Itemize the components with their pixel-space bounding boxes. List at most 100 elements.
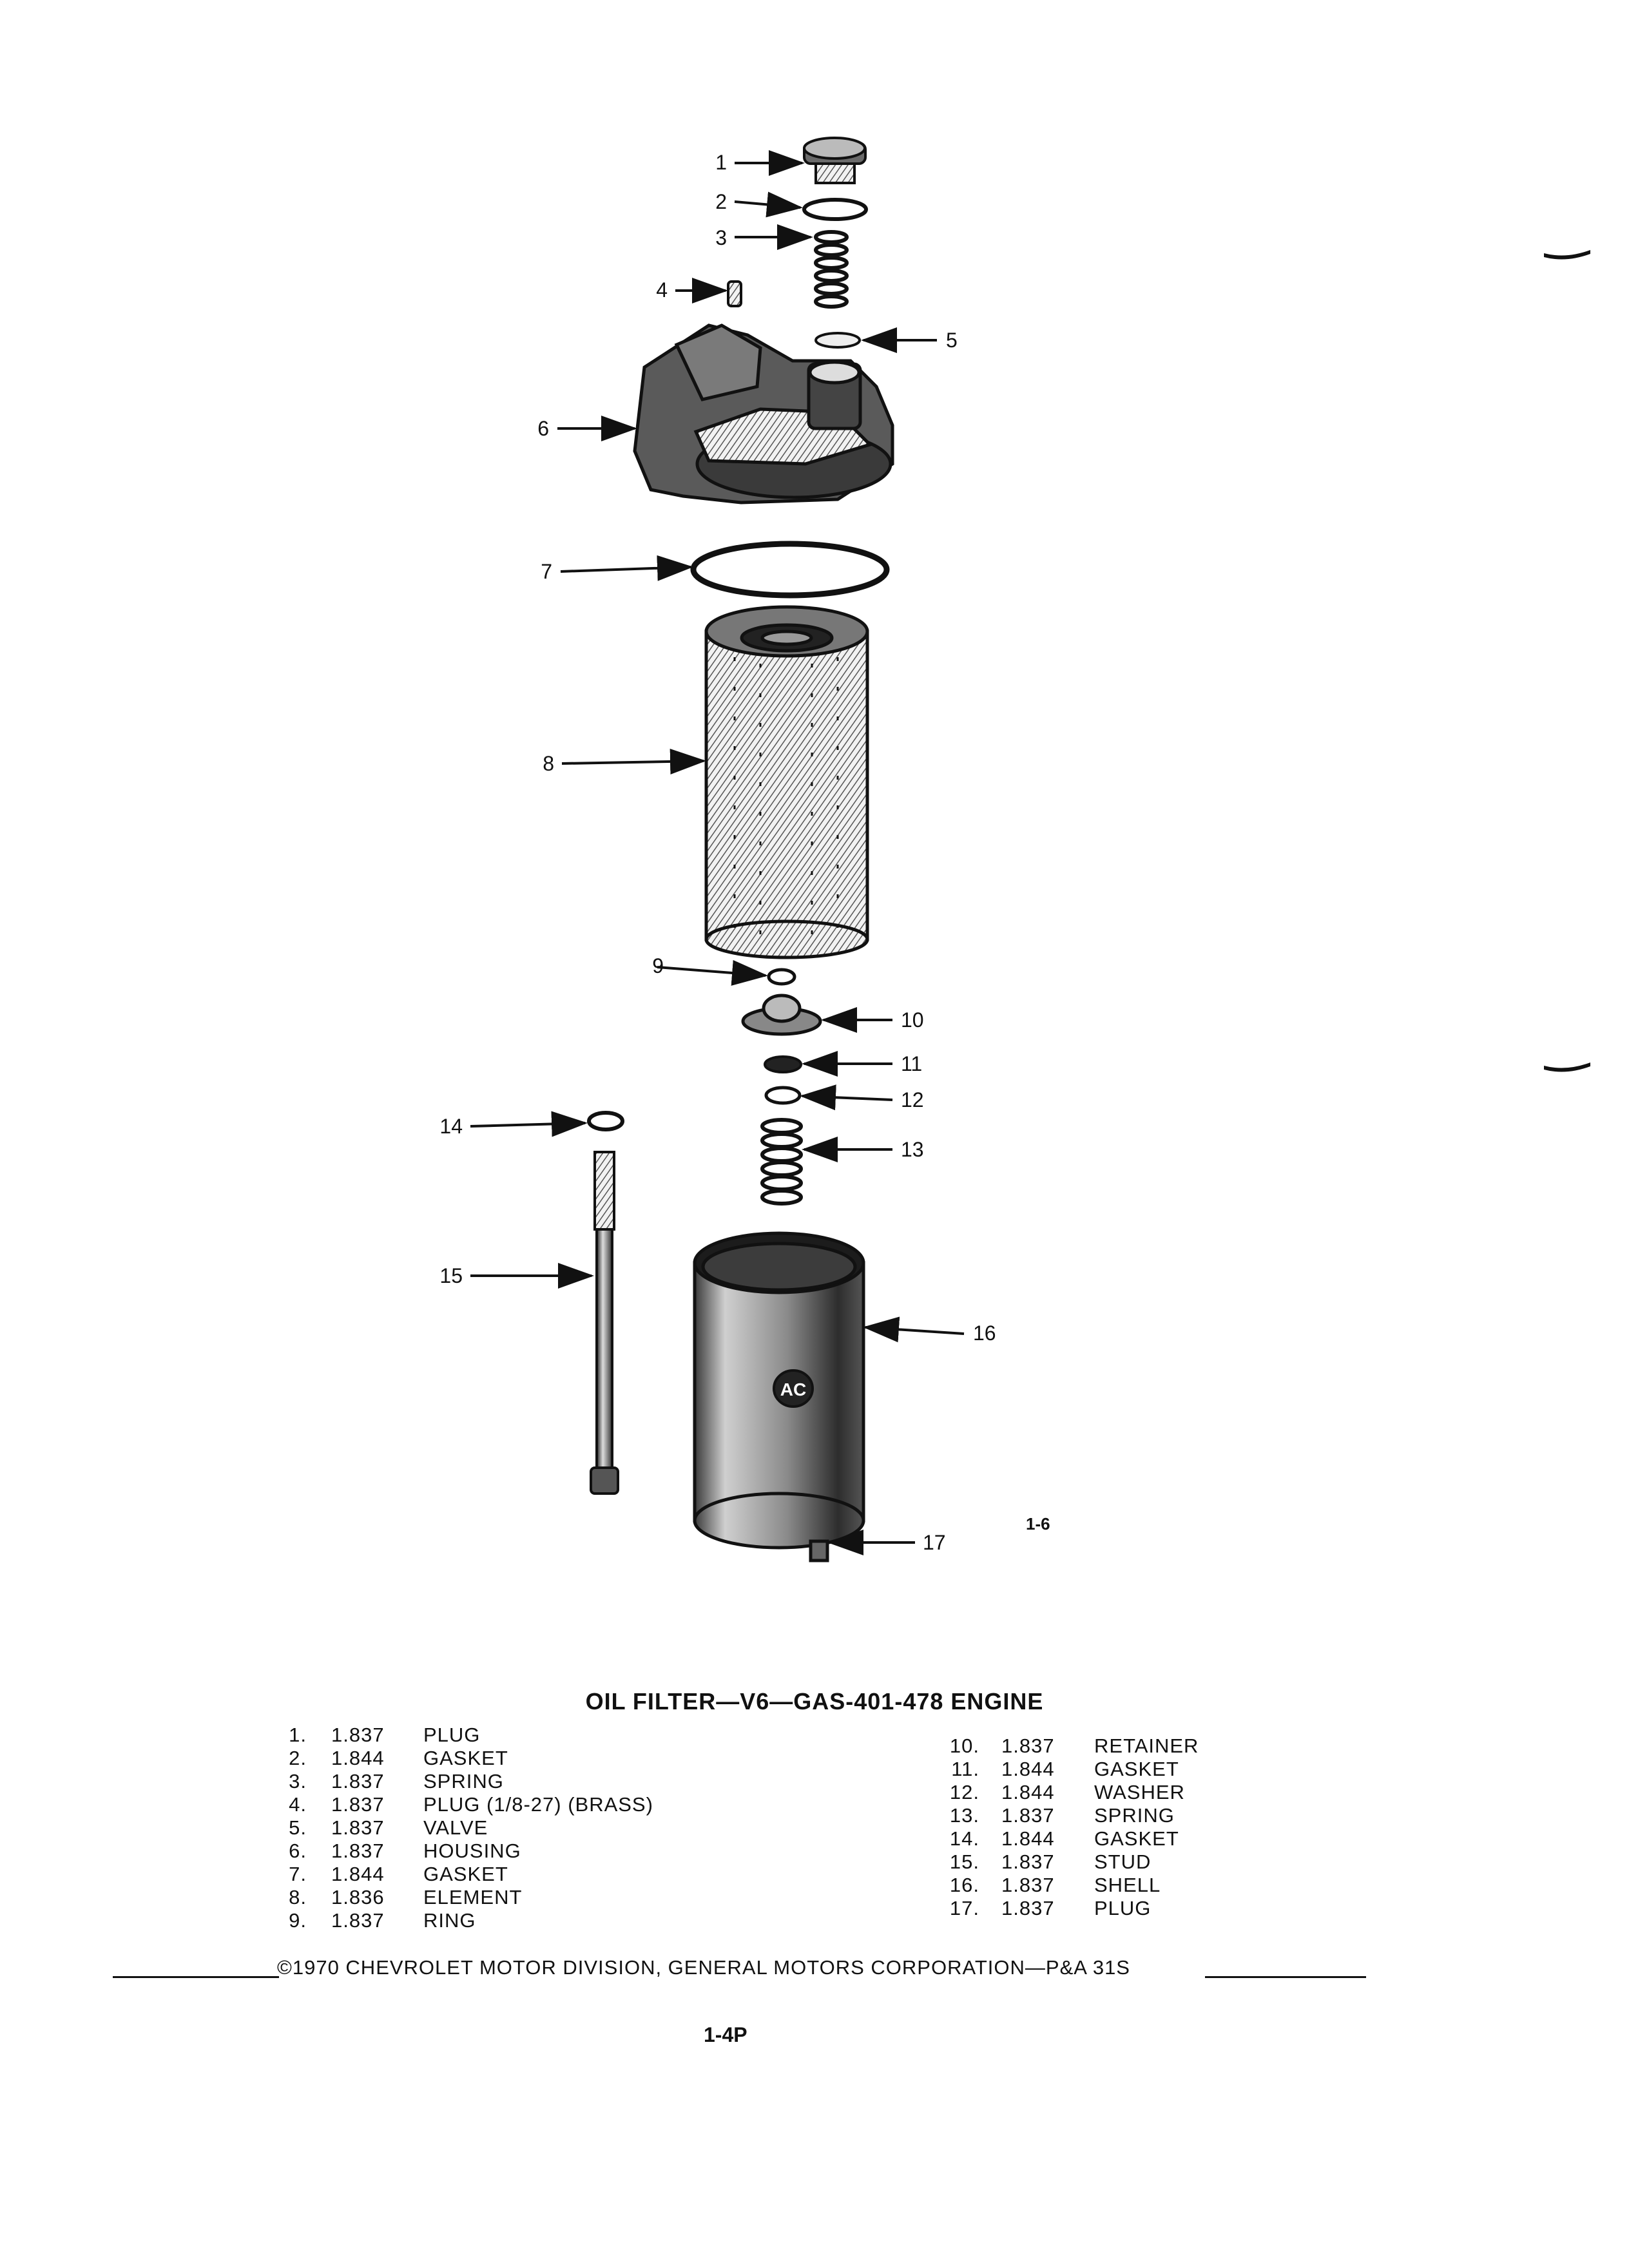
parts-list-title: OIL FILTER—V6—GAS-401-478 ENGINE bbox=[585, 1688, 1044, 1715]
parts-list-row: 13. 1.837 SPRING bbox=[947, 1804, 1308, 1827]
part-index: 7. bbox=[289, 1863, 307, 1885]
svg-text:AC: AC bbox=[780, 1379, 806, 1399]
part-name: GASKET bbox=[423, 1747, 508, 1769]
part-index: 12. bbox=[949, 1781, 979, 1803]
part-index: 10. bbox=[949, 1735, 979, 1757]
footer-rule-right bbox=[1205, 1976, 1366, 1978]
part-name: GASKET bbox=[423, 1863, 508, 1885]
part-index: 6. bbox=[289, 1840, 307, 1862]
part-index: 9. bbox=[289, 1909, 307, 1932]
plug-part bbox=[803, 137, 867, 184]
callout-6: 6 bbox=[537, 417, 549, 440]
stud-part bbox=[590, 1151, 619, 1495]
lower-spring-part bbox=[760, 1118, 803, 1206]
parts-list-row: 9. 1.837 RING bbox=[281, 1909, 861, 1932]
part-group-code: 1.844 bbox=[331, 1863, 385, 1885]
part-name: GASKET bbox=[1094, 1758, 1179, 1780]
part-index: 15. bbox=[949, 1850, 979, 1873]
washer-part bbox=[764, 1086, 802, 1105]
callout-13: 13 bbox=[901, 1138, 924, 1161]
callout-9: 9 bbox=[652, 954, 664, 977]
part-index: 3. bbox=[289, 1770, 307, 1792]
parts-list-row: 5. 1.837 VALVE bbox=[281, 1816, 861, 1840]
callout-7: 7 bbox=[541, 560, 552, 583]
callout-16: 16 bbox=[973, 1321, 996, 1345]
parts-list-row: 7. 1.844 GASKET bbox=[281, 1863, 861, 1886]
part-group-code: 1.844 bbox=[1001, 1758, 1055, 1780]
part-index: 11. bbox=[951, 1758, 979, 1780]
part-group-code: 1.837 bbox=[331, 1724, 385, 1746]
callout-14: 14 bbox=[439, 1115, 463, 1138]
parts-list-row: 2. 1.844 GASKET bbox=[281, 1747, 861, 1770]
part-index: 1. bbox=[289, 1724, 307, 1746]
callout-15: 15 bbox=[439, 1264, 463, 1287]
parts-list-row: 6. 1.837 HOUSING bbox=[281, 1840, 861, 1863]
part-name: PLUG bbox=[1094, 1897, 1152, 1919]
part-group-code: 1.837 bbox=[331, 1816, 385, 1839]
filter-element-part bbox=[704, 605, 869, 959]
page-number: 1-4P bbox=[704, 2023, 747, 2046]
callout-4: 4 bbox=[656, 278, 668, 302]
part-index: 14. bbox=[949, 1827, 979, 1850]
part-group-code: 1.837 bbox=[331, 1793, 385, 1816]
part-name: HOUSING bbox=[423, 1840, 521, 1862]
part-group-code: 1.837 bbox=[331, 1770, 385, 1792]
part-group-code: 1.837 bbox=[1001, 1897, 1055, 1919]
part-name: RING bbox=[423, 1909, 476, 1932]
figure-reference: 1-6 bbox=[1026, 1514, 1050, 1533]
part-index: 2. bbox=[289, 1747, 307, 1769]
copyright-footer: ©1970 CHEVROLET MOTOR DIVISION, GENERAL … bbox=[277, 1956, 1130, 1979]
margin-marks bbox=[1544, 250, 1590, 1072]
ac-logo: AC bbox=[773, 1369, 814, 1408]
part-name: RETAINER bbox=[1094, 1735, 1199, 1757]
small-gasket bbox=[764, 1055, 802, 1073]
parts-list-row: 4. 1.837 PLUG (1/8-27) (BRASS) bbox=[281, 1793, 861, 1816]
part-index: 5. bbox=[289, 1816, 307, 1839]
callout-11: 11 bbox=[901, 1052, 922, 1075]
part-group-code: 1.844 bbox=[331, 1747, 385, 1769]
part-group-code: 1.844 bbox=[1001, 1781, 1055, 1803]
retainer-part bbox=[741, 994, 822, 1036]
valve-disc bbox=[815, 332, 861, 349]
footer-rule-left bbox=[113, 1976, 279, 1978]
parts-list-row: 10. 1.837 RETAINER bbox=[947, 1735, 1308, 1758]
leader-arrows bbox=[470, 150, 965, 1555]
part-group-code: 1.837 bbox=[1001, 1735, 1055, 1757]
callout-2: 2 bbox=[715, 190, 727, 213]
part-name: SPRING bbox=[423, 1770, 504, 1792]
stud-gasket bbox=[587, 1111, 624, 1131]
shell-part bbox=[693, 1231, 865, 1562]
part-group-code: 1.836 bbox=[331, 1886, 385, 1908]
part-index: 13. bbox=[949, 1804, 979, 1827]
part-index: 8. bbox=[289, 1886, 307, 1908]
large-gasket-ring bbox=[690, 541, 890, 599]
parts-list-row: 3. 1.837 SPRING bbox=[281, 1770, 861, 1793]
part-group-code: 1.844 bbox=[1001, 1827, 1055, 1850]
callout-10: 10 bbox=[901, 1008, 924, 1032]
part-index: 16. bbox=[949, 1874, 979, 1896]
part-name: SHELL bbox=[1094, 1874, 1161, 1896]
part-name: VALVE bbox=[423, 1816, 488, 1839]
parts-list-row: 11. 1.844 GASKET bbox=[947, 1758, 1308, 1781]
exploded-parts-diagram: AC 1 2 3 4 5 6 7 8 9 10 11 12 13 14 bbox=[439, 137, 1590, 1562]
part-group-code: 1.837 bbox=[331, 1909, 385, 1932]
parts-list-row: 16. 1.837 SHELL bbox=[947, 1874, 1308, 1897]
callout-3: 3 bbox=[715, 226, 727, 249]
spring-part bbox=[814, 230, 849, 309]
callout-8: 8 bbox=[543, 752, 554, 775]
part-group-code: 1.837 bbox=[1001, 1874, 1055, 1896]
callout-5: 5 bbox=[946, 329, 958, 352]
part-name: PLUG (1/8-27) (BRASS) bbox=[423, 1793, 653, 1816]
part-index: 4. bbox=[289, 1793, 307, 1816]
part-name: SPRING bbox=[1094, 1804, 1175, 1827]
part-group-code: 1.837 bbox=[1001, 1804, 1055, 1827]
part-group-code: 1.837 bbox=[331, 1840, 385, 1862]
part-name: PLUG bbox=[423, 1724, 481, 1746]
